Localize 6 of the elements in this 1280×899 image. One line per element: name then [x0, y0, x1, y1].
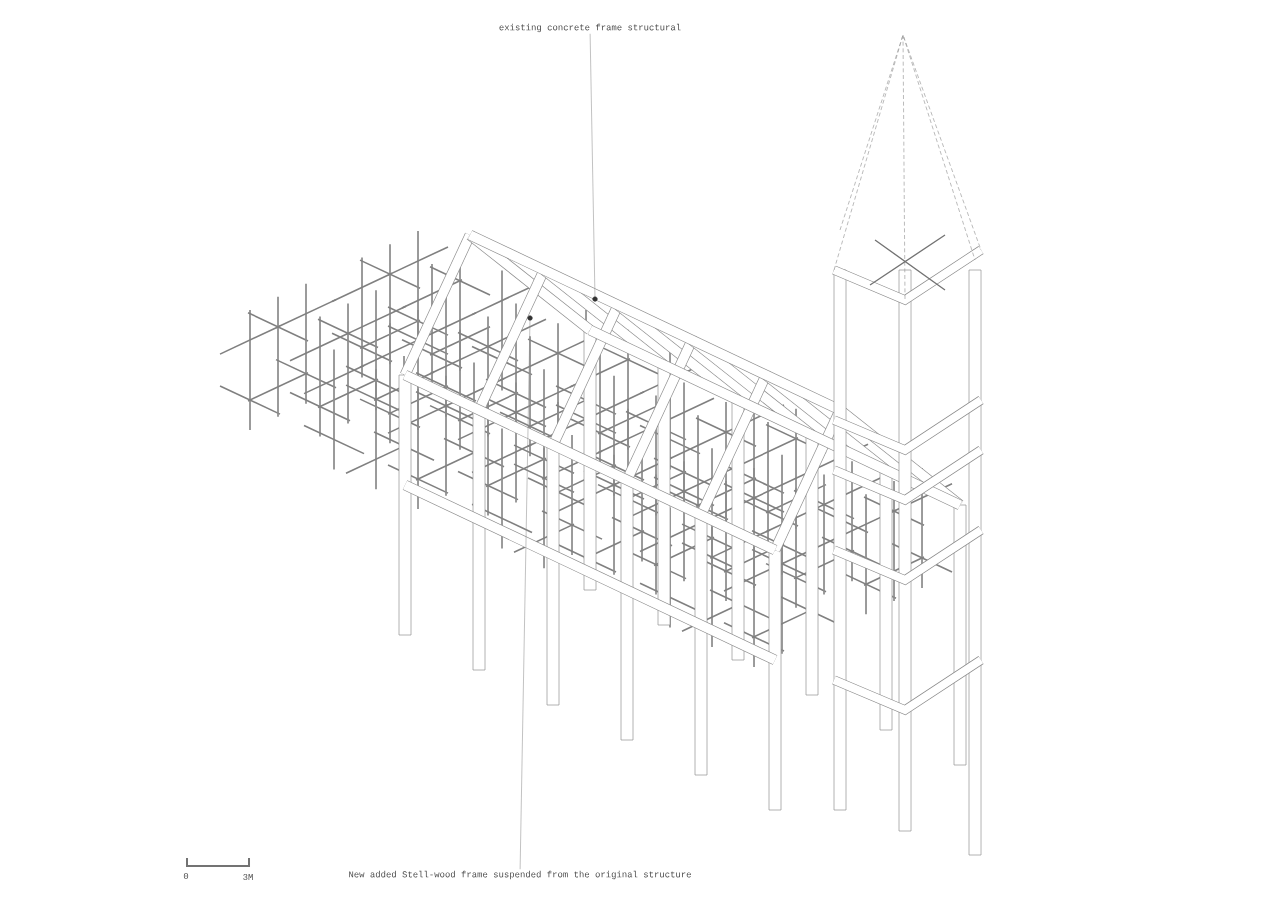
scale-label: 0 — [183, 873, 189, 880]
leader-line — [519, 320, 531, 870]
leader-line — [589, 33, 596, 297]
caption-text: existing concrete frame structural — [499, 23, 681, 33]
caption-text: New added Stell-wood frame suspended from the original structure — [349, 870, 691, 880]
scale-label: 3M — [243, 873, 253, 881]
